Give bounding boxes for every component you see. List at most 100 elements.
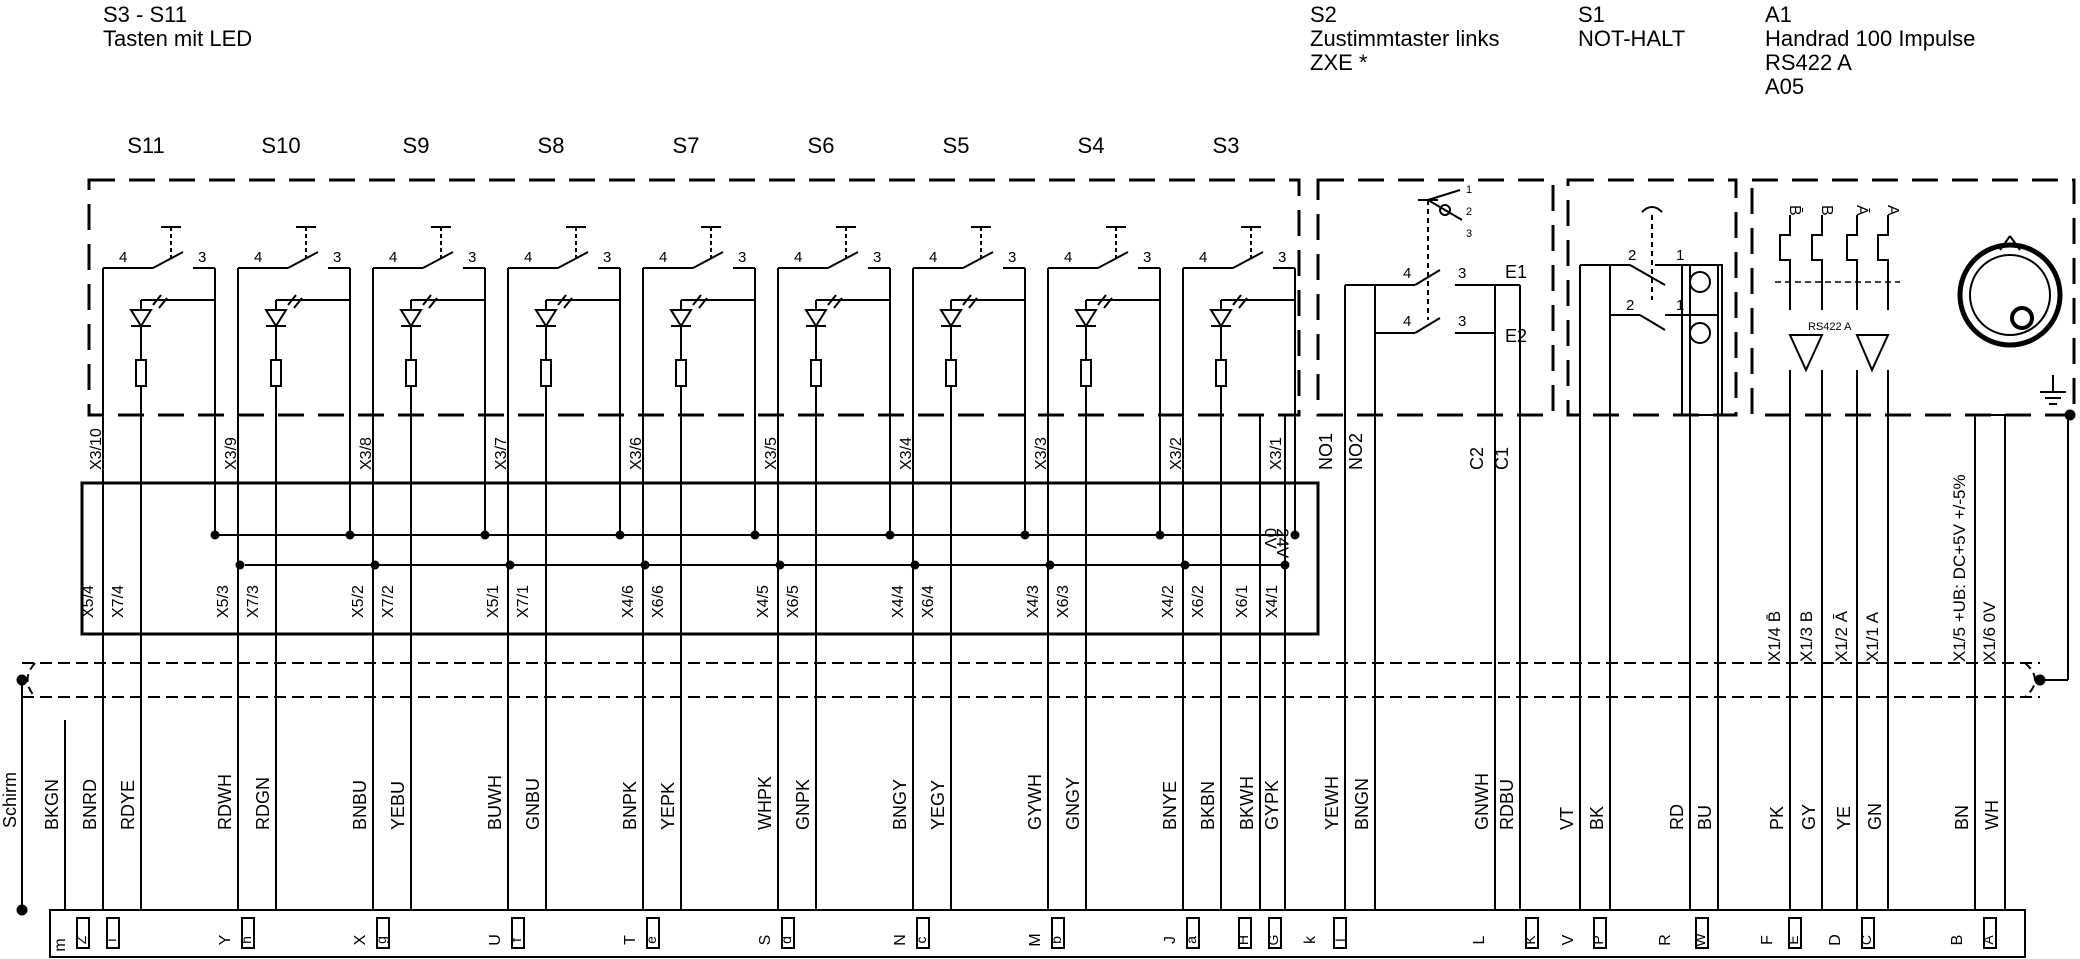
pin-a-s11: 4 [119, 249, 127, 266]
junction-24v-s3 [1180, 560, 1190, 570]
wire-label-s5-0: BNGY [890, 779, 910, 830]
x6-1-label: X6/1 [1234, 585, 1251, 618]
x3-label-s9: X3/8 [358, 437, 375, 470]
xgnd-label-s8: X5/1 [485, 585, 502, 618]
wire-label-a1-0: PK [1767, 806, 1787, 830]
pin-label-s9-1: g [373, 936, 389, 944]
pin-label-common-0: H [1235, 935, 1251, 945]
pin-label-s1-3: W [1692, 933, 1708, 947]
pin-label-a1-0: F [1759, 935, 1776, 945]
x3-label-s5: X3/4 [898, 437, 915, 470]
key-label-s8: S8 [538, 133, 565, 158]
pin-a-s8: 4 [524, 249, 532, 266]
s2-term-c1: C1 [1492, 447, 1512, 470]
key-label-s7: S7 [673, 133, 700, 158]
resistor-s7 [675, 359, 687, 387]
latch-icon-2 [1689, 322, 1711, 344]
key-label-s9: S9 [403, 133, 430, 158]
led-ray1-s4 [1097, 294, 1107, 306]
led-ray1-s6 [827, 294, 837, 306]
pin-label-s11-2: i [103, 938, 119, 941]
resistor-s10 [270, 359, 282, 387]
a1-signal-top-3: A [1884, 205, 1901, 216]
led-ray2-s6 [833, 297, 843, 309]
handwheel-knob [2010, 306, 2034, 330]
led-ray1-s8 [557, 294, 567, 306]
switch-blade-s7 [692, 251, 724, 269]
junction-24v-s7 [640, 560, 650, 570]
wire-label-s11-0: BKGN [42, 779, 62, 830]
pin-box-s2-0 [1333, 917, 1347, 949]
wire-label-common-1: GYPK [1262, 780, 1282, 830]
pin-label-s1-1: P [1590, 935, 1606, 944]
key-label-s3: S3 [1213, 133, 1240, 158]
switch-blade-s10 [287, 251, 319, 269]
xgnd-label-s9: X5/2 [350, 585, 367, 618]
pin-label-s3-1: a [1183, 936, 1199, 944]
switch-blade-s9 [422, 251, 454, 269]
pin-b-s10: 3 [333, 249, 341, 266]
led-diode-s5 [939, 309, 963, 328]
a1-x-label-5: X1/6 0V [1980, 601, 1999, 662]
s2-term-no1: NO1 [1316, 433, 1336, 470]
x3-label-s4: X3/3 [1033, 437, 1050, 470]
xgnd-label-s7: X4/6 [620, 585, 637, 618]
s2-term-c2: C2 [1467, 447, 1487, 470]
junction-24v-s5 [910, 560, 920, 570]
s2-pos2-icon [1439, 204, 1451, 216]
pin-box-s6 [781, 917, 795, 949]
shield-junction-right [2064, 409, 2076, 421]
junction-0v-s9 [480, 530, 490, 540]
switch-blade-s8 [557, 251, 589, 269]
s2-c1-pin-left: 4 [1403, 265, 1411, 282]
led-ray2-s5 [968, 297, 978, 309]
pin-label-a1-4: B [1949, 935, 1966, 946]
pin-b-s8: 3 [603, 249, 611, 266]
pin-box-common-0 [1238, 917, 1252, 949]
xled-label-s6: X6/5 [785, 585, 802, 618]
wire-label-a1-5: WH [1982, 800, 2002, 830]
pin-label-s11-1: Z [73, 935, 89, 944]
wire-label-s11-2: RDYE [118, 780, 138, 830]
x3-label-common: X3/1 [1268, 437, 1285, 470]
wire-label-s2-2: GNWH [1472, 773, 1492, 830]
connector-pcb [80, 481, 1320, 636]
xled-label-s3: X6/2 [1190, 585, 1207, 618]
junction-24v-s4 [1045, 560, 1055, 570]
xgnd-label-s3: X4/2 [1160, 585, 1177, 618]
pin-label-s1-0: V [1560, 934, 1577, 945]
xled-label-s7: X6/6 [650, 585, 667, 618]
pin-box-s2-1 [1525, 917, 1539, 949]
wire-label-s1-3: BU [1695, 805, 1715, 830]
pin-label-s4-1: b [1048, 936, 1064, 944]
a1-x-label-0: X1/4 B̄ [1765, 611, 1784, 662]
junction-0v-s4 [1155, 530, 1165, 540]
x3-label-s7: X3/6 [628, 437, 645, 470]
switch-blade-s3 [1232, 251, 1264, 269]
pin-label-s3-0: J [1162, 936, 1179, 944]
x4-1-label: X4/1 [1264, 585, 1281, 618]
pin-label-s8-1: f [508, 938, 524, 942]
junction-0v-s3 [1290, 530, 1300, 540]
a1-x-label-4: X1/5 +UB: DC+5V +/-5% [1950, 474, 1969, 662]
a1-signal-top-0: B̄ [1786, 205, 1803, 216]
wire-label-s10-0: RDWH [215, 774, 235, 830]
label-0v: 0V [1261, 528, 1280, 549]
pin-b-s7: 3 [738, 249, 746, 266]
pin-label-s4-0: M [1027, 933, 1044, 946]
wire-label-s2-1: BNGN [1352, 778, 1372, 830]
x3-label-s8: X3/7 [493, 437, 510, 470]
xled-label-s10: X7/3 [245, 585, 262, 618]
a1-x-label-2: X1/2 Ā [1832, 610, 1851, 662]
wire-label-s4-1: GNGY [1063, 777, 1083, 830]
pin-b-s6: 3 [873, 249, 881, 266]
led-ray2-s4 [1103, 297, 1113, 309]
xled-label-s4: X6/3 [1055, 585, 1072, 618]
handwheel-icon [1957, 242, 2063, 348]
led-diode-s3 [1209, 309, 1233, 328]
pin-box-s4 [1051, 917, 1065, 949]
pin-label-s10-0: Y [217, 934, 234, 945]
key-label-s4: S4 [1078, 133, 1105, 158]
pin-a-s10: 4 [254, 249, 262, 266]
wire-label-s9-0: BNBU [350, 780, 370, 830]
